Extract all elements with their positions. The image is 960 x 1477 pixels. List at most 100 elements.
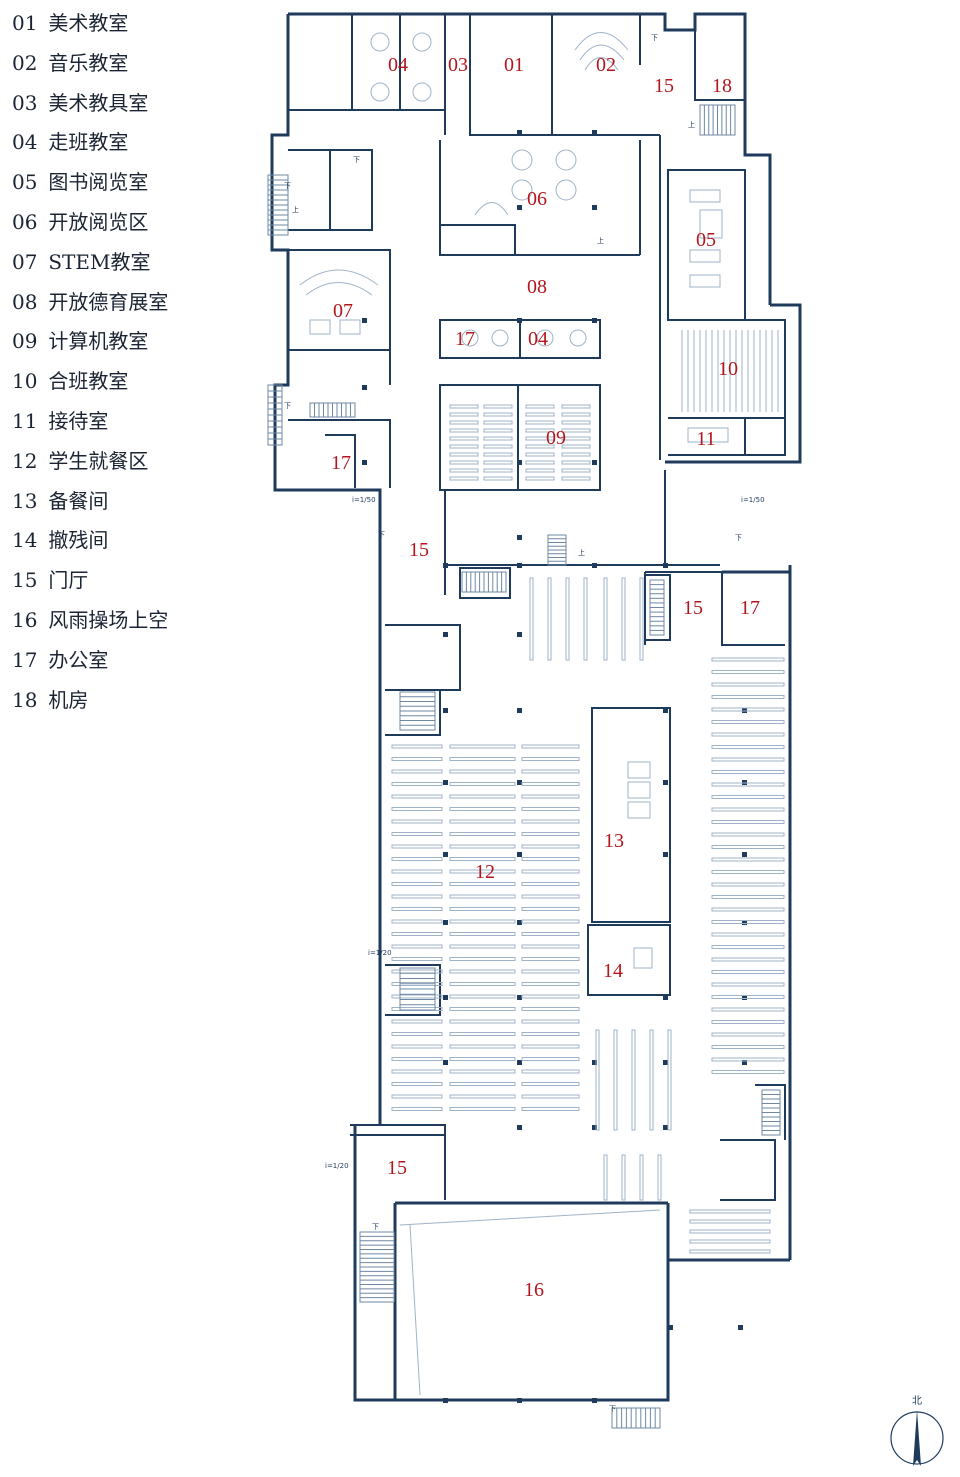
legend-room-name: 美术教室: [48, 11, 129, 35]
computer-desk: [561, 476, 591, 481]
legend-room-name: 风雨操场上空: [48, 607, 169, 632]
dining-table: [449, 1094, 516, 1099]
dining-tables: [391, 577, 785, 1254]
dining-table: [529, 577, 534, 661]
dining-table: [711, 945, 785, 949]
dining-table: [565, 577, 570, 661]
dining-table: [649, 1029, 654, 1131]
legend-item: 16 风雨操场上空: [12, 605, 262, 645]
stair-up-mark: 上: [578, 548, 585, 557]
dining-table: [449, 844, 516, 849]
dining-table: [391, 994, 443, 999]
dining-table: [449, 944, 516, 949]
legend-item: 07 STEM教室: [12, 247, 262, 287]
legend-room-name: 计算机教室: [48, 329, 149, 354]
dining-table: [449, 807, 516, 811]
legend-item: 12 学生就餐区: [12, 446, 262, 486]
dining-table: [711, 907, 785, 912]
legend-number: 17: [12, 647, 38, 672]
dining-table: [521, 1007, 580, 1011]
legend-number: 08: [12, 289, 38, 314]
dining-table: [521, 932, 580, 936]
dining-table: [521, 744, 580, 749]
dining-table: [711, 720, 785, 724]
legend-room-name: 音乐教室: [48, 50, 129, 75]
legend-number: 05: [12, 170, 38, 195]
dining-table: [521, 944, 580, 949]
legend-item: 18 机房: [12, 685, 262, 725]
dining-table: [711, 982, 785, 987]
dining-table: [657, 1154, 662, 1201]
dining-table: [639, 577, 644, 661]
legend-room-name: 图书阅览室: [48, 170, 149, 195]
dining-table: [449, 932, 516, 936]
dining-table: [521, 957, 580, 961]
room-label: 17: [455, 328, 475, 350]
computer-desk: [449, 452, 479, 457]
dining-table: [711, 970, 785, 974]
dining-table: [449, 1044, 516, 1049]
legend-item: 02 音乐教室: [12, 48, 262, 88]
room-label: 14: [603, 960, 623, 982]
dining-table: [521, 994, 580, 999]
dining-table: [449, 1069, 516, 1074]
room-label: 13: [604, 830, 624, 852]
dining-table: [521, 857, 580, 861]
dining-table: [391, 1057, 443, 1061]
dining-table: [391, 807, 443, 811]
computer-desk: [483, 412, 513, 417]
dining-table: [449, 982, 516, 986]
dining-table: [391, 794, 443, 799]
computer-desk: [561, 420, 591, 425]
legend-room-name: 美术教具室: [48, 90, 149, 115]
dining-table: [711, 870, 785, 874]
dining-table: [449, 919, 516, 924]
dining-table: [595, 1029, 600, 1131]
dining-table: [449, 1107, 516, 1111]
legend-number: 13: [12, 488, 38, 513]
dining-table: [449, 757, 516, 761]
computer-desk: [449, 476, 479, 481]
dining-table: [521, 832, 580, 836]
legend-number: 12: [12, 448, 38, 473]
dining-table: [521, 769, 580, 774]
dining-table: [711, 732, 785, 737]
stair-down-mark: 下: [353, 156, 360, 164]
structural-columns: [362, 130, 747, 1403]
legend-number: 09: [12, 329, 38, 354]
computer-desk: [525, 468, 555, 473]
stair-marks: 下 上 下 上 上 下 下 下 上 下 下 下: [284, 34, 742, 1413]
dining-table: [689, 1249, 771, 1254]
dining-table: [391, 1019, 443, 1024]
dining-table: [621, 577, 626, 661]
dining-table: [711, 682, 785, 687]
computer-desk: [483, 404, 513, 409]
dining-table: [449, 969, 516, 974]
dining-table: [521, 869, 580, 874]
slope-mark: i=1/50: [352, 496, 376, 504]
legend-number: 06: [12, 209, 38, 234]
dining-table: [689, 1229, 771, 1234]
stair-up-mark: 上: [688, 120, 695, 129]
dining-table: [391, 832, 443, 836]
computer-desk: [483, 460, 513, 465]
legend-number: 04: [12, 130, 38, 155]
dining-table: [391, 957, 443, 961]
dining-table: [711, 695, 785, 699]
computer-desk: [561, 468, 591, 473]
dining-table: [521, 882, 580, 886]
legend-number: 18: [12, 687, 38, 712]
dining-table: [391, 932, 443, 936]
legend-item: 04 走班教室: [12, 127, 262, 167]
legend-item: 06 开放阅览区: [12, 207, 262, 247]
legend-room-name: 接待室: [48, 408, 109, 433]
stair-down-mark: 下: [372, 1223, 379, 1231]
dining-table: [391, 982, 443, 986]
dining-table: [391, 907, 443, 911]
room-label: 06: [527, 188, 547, 210]
computer-desk: [483, 436, 513, 441]
dining-table: [391, 744, 443, 749]
dining-table: [711, 1057, 785, 1062]
dining-table: [711, 807, 785, 812]
